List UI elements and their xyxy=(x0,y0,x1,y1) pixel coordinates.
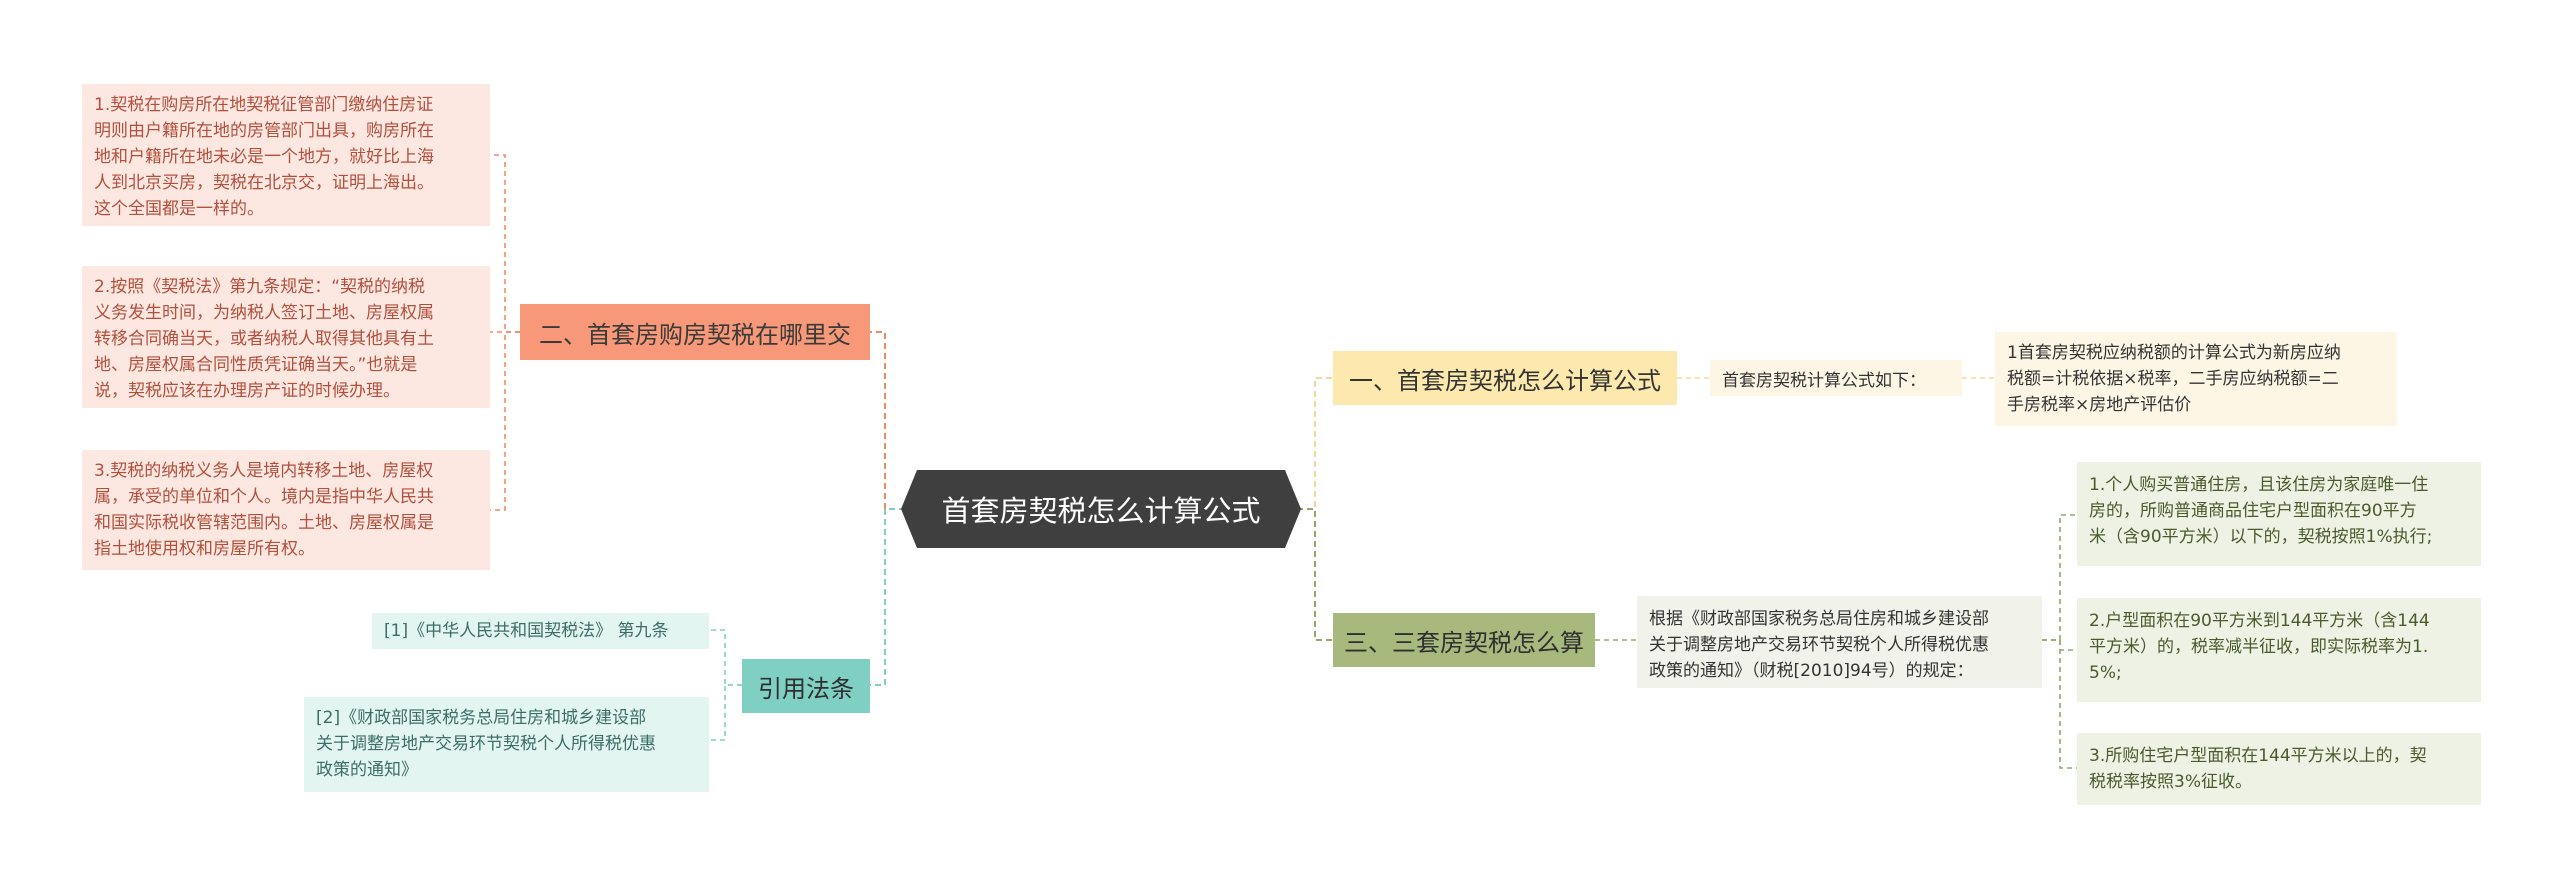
branch-formula-label: 一、首套房契税怎么计算公式 xyxy=(1349,366,1661,395)
branch-where-label: 二、首套房购房契税在哪里交 xyxy=(539,320,851,349)
central-topic-label: 首套房契税怎么计算公式 xyxy=(941,494,1261,528)
third-mid-text: 根据《财政部国家税务总局住房和城乡建设部 关于调整房地产交易环节契税个人所得税优… xyxy=(1649,609,1989,681)
branch-references[interactable]: 引用法条 xyxy=(742,659,870,713)
refs-leaf-1[interactable]: [1]《中华人民共和国契税法》 第九条 xyxy=(372,613,709,649)
third-leaf-2-text: 2.户型面积在90平方米到144平方米（含144 平方米）的，税率减半征收，即实… xyxy=(2089,611,2430,683)
where-leaf-1[interactable]: 1.契税在购房所在地契税征管部门缴纳住房证 明则由户籍所在地的房管部门出具，购房… xyxy=(82,84,490,226)
where-leaf-1-text: 1.契税在购房所在地契税征管部门缴纳住房证 明则由户籍所在地的房管部门出具，购房… xyxy=(94,95,434,219)
formula-leaf-text: 1首套房契税应纳税额的计算公式为新房应纳 税额=计税依据×税率，二手房应纳税额=… xyxy=(2007,343,2341,415)
where-leaf-3[interactable]: 3.契税的纳税义务人是境内转移土地、房屋权 属，承受的单位和个人。境内是指中华人… xyxy=(82,450,490,570)
link-mid-leaf3 xyxy=(2042,639,2077,769)
third-mid-node[interactable]: 根据《财政部国家税务总局住房和城乡建设部 关于调整房地产交易环节契税个人所得税优… xyxy=(1637,596,2042,688)
where-leaf-2[interactable]: 2.按照《契税法》第九条规定：“契税的纳税 义务发生时间，为纳税人签订土地、房屋… xyxy=(82,266,490,408)
branch-third-home[interactable]: 三、三套房契税怎么算 xyxy=(1333,613,1595,667)
where-leaf-2-text: 2.按照《契税法》第九条规定：“契税的纳税 义务发生时间，为纳税人签订土地、房屋… xyxy=(94,277,434,401)
branch-where-to-pay[interactable]: 二、首套房购房契税在哪里交 xyxy=(520,304,870,360)
third-leaf-3-text: 3.所购住宅户型面积在144平方米以上的，契 税税率按照3%征收。 xyxy=(2089,746,2427,792)
third-leaf-1[interactable]: 1.个人购买普通住房，且该住房为家庭唯一住 房的，所购普通商品住宅户型面积在90… xyxy=(2077,462,2481,566)
link-root-refs xyxy=(870,508,905,686)
third-leaf-1-text: 1.个人购买普通住房，且该住房为家庭唯一住 房的，所购普通商品住宅户型面积在90… xyxy=(2089,475,2433,547)
refs-leaf-2[interactable]: [2]《财政部国家税务总局住房和城乡建设部 关于调整房地产交易环节契税个人所得税… xyxy=(304,697,709,792)
where-leaf-3-text: 3.契税的纳税义务人是境内转移土地、房屋权 属，承受的单位和个人。境内是指中华人… xyxy=(94,461,434,559)
link-root-third xyxy=(1297,508,1333,641)
third-leaf-2[interactable]: 2.户型面积在90平方米到144平方米（含144 平方米）的，税率减半征收，即实… xyxy=(2077,598,2481,702)
refs-leaf-2-text: [2]《财政部国家税务总局住房和城乡建设部 关于调整房地产交易环节契税个人所得税… xyxy=(316,708,656,780)
formula-mid-text: 首套房契税计算公式如下： xyxy=(1722,370,1926,391)
link-where-leaf3 xyxy=(490,331,520,511)
central-topic[interactable]: 首套房契税怎么计算公式 xyxy=(901,470,1301,548)
link-mid-leaf1 xyxy=(2042,514,2077,641)
formula-leaf[interactable]: 1首套房契税应纳税额的计算公式为新房应纳 税额=计税依据×税率，二手房应纳税额=… xyxy=(1995,332,2397,426)
branch-refs-label: 引用法条 xyxy=(758,674,854,703)
link-refs-leaf1 xyxy=(709,629,742,686)
branch-third-label: 三、三套房契税怎么算 xyxy=(1344,628,1584,657)
third-leaf-3[interactable]: 3.所购住宅户型面积在144平方米以上的，契 税税率按照3%征收。 xyxy=(2077,733,2481,805)
link-where-leaf1 xyxy=(490,154,520,333)
refs-leaf-1-text: [1]《中华人民共和国契税法》 第九条 xyxy=(384,621,669,641)
link-refs-leaf2 xyxy=(709,684,742,741)
formula-mid-node[interactable]: 首套房契税计算公式如下： xyxy=(1710,360,1962,396)
link-root-where xyxy=(870,331,905,510)
link-root-formula xyxy=(1297,377,1333,510)
branch-formula[interactable]: 一、首套房契税怎么计算公式 xyxy=(1333,351,1677,405)
